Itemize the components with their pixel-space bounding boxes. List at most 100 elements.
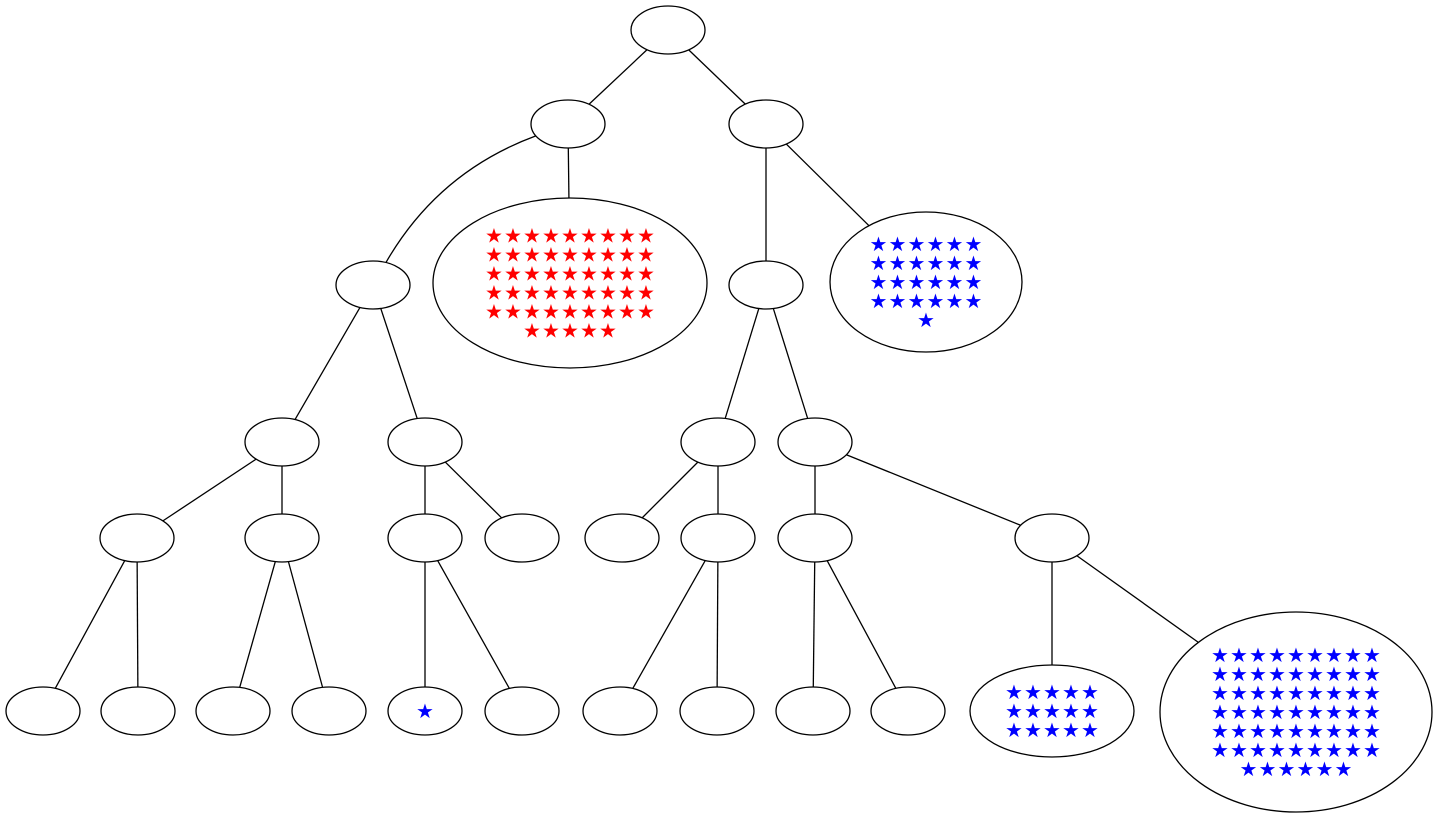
star-icon: ★ xyxy=(580,243,598,267)
star-icon: ★ xyxy=(1306,738,1324,762)
star-icon: ★ xyxy=(504,243,522,267)
star-icon: ★ xyxy=(523,224,541,248)
star-icon: ★ xyxy=(927,289,945,313)
star-icon: ★ xyxy=(1005,699,1023,723)
star-icon: ★ xyxy=(1344,719,1362,743)
star-icon: ★ xyxy=(1259,757,1277,781)
star-icon: ★ xyxy=(1268,643,1286,667)
tree-node-rl xyxy=(728,260,804,310)
star-icon: ★ xyxy=(1287,662,1305,686)
star-icon: ★ xyxy=(1287,719,1305,743)
tree-node-red-leaf xyxy=(432,197,708,369)
star-icon: ★ xyxy=(1268,681,1286,705)
tree-edge-rl--rll xyxy=(724,308,760,419)
star-icon: ★ xyxy=(1325,719,1343,743)
star-icon: ★ xyxy=(1287,738,1305,762)
star-icon: ★ xyxy=(1230,700,1248,724)
star-icon: ★ xyxy=(1062,718,1080,742)
tree-node-f1 xyxy=(582,686,658,736)
tree-node-a2 xyxy=(100,686,176,736)
star-icon: ★ xyxy=(485,224,503,248)
star-icon: ★ xyxy=(485,243,503,267)
star-icon: ★ xyxy=(523,243,541,267)
star-icon: ★ xyxy=(1306,719,1324,743)
star-icon: ★ xyxy=(1363,700,1381,724)
tree-edge-llr--d xyxy=(444,461,503,519)
star-grid-red-leaf: ★★★★★★★★★★★★★★★★★★★★★★★★★★★★★★★★★★★★★★★★… xyxy=(485,224,655,343)
star-icon: ★ xyxy=(1249,681,1267,705)
star-icon: ★ xyxy=(889,270,907,294)
star-icon: ★ xyxy=(1249,719,1267,743)
star-icon: ★ xyxy=(580,224,598,248)
star-icon: ★ xyxy=(1344,643,1362,667)
star-icon: ★ xyxy=(561,281,579,305)
star-icon: ★ xyxy=(542,319,560,343)
tree-edge-f--f1 xyxy=(632,560,706,689)
star-icon: ★ xyxy=(1081,718,1099,742)
tree-edge-rl--rlr xyxy=(772,308,809,419)
star-icon: ★ xyxy=(965,232,983,256)
star-icon: ★ xyxy=(1062,699,1080,723)
star-icon: ★ xyxy=(1005,680,1023,704)
star-icon: ★ xyxy=(1005,718,1023,742)
star-icon: ★ xyxy=(1211,662,1229,686)
tree-node-g1 xyxy=(775,686,851,736)
star-icon: ★ xyxy=(1249,700,1267,724)
star-icon: ★ xyxy=(485,281,503,305)
star-icon: ★ xyxy=(523,319,541,343)
star-icon: ★ xyxy=(599,224,617,248)
star-icon: ★ xyxy=(1363,681,1381,705)
star-icon: ★ xyxy=(542,281,560,305)
tree-node-blue-leaf-small xyxy=(969,664,1135,758)
star-icon: ★ xyxy=(1081,680,1099,704)
star-icon: ★ xyxy=(1230,643,1248,667)
star-icon: ★ xyxy=(1230,681,1248,705)
tree-node-rll xyxy=(680,417,756,467)
star-icon: ★ xyxy=(1230,738,1248,762)
star-icon: ★ xyxy=(965,270,983,294)
tree-edge-rll--e xyxy=(641,461,699,519)
tree-node-root xyxy=(630,5,706,55)
tree-edge-c--c2 xyxy=(437,560,510,689)
star-icon: ★ xyxy=(1325,700,1343,724)
star-icon: ★ xyxy=(908,270,926,294)
star-icon: ★ xyxy=(599,319,617,343)
tree-edge-g--g1 xyxy=(812,561,816,688)
star-icon: ★ xyxy=(946,251,964,275)
tree-node-r xyxy=(728,99,804,149)
star-icon: ★ xyxy=(485,300,503,324)
tree-edge-lll--a xyxy=(162,458,257,522)
star-icon: ★ xyxy=(416,699,434,723)
tree-node-c2 xyxy=(484,686,560,736)
star-icon: ★ xyxy=(1335,757,1353,781)
star-grid-c1-one-star: ★ xyxy=(416,699,434,723)
star-icon: ★ xyxy=(1268,738,1286,762)
star-icon: ★ xyxy=(1344,700,1362,724)
tree-node-f xyxy=(680,513,756,563)
tree-edge-ll--lll xyxy=(294,307,361,420)
tree-edge-rlr--h xyxy=(846,454,1021,526)
tree-edge-root--r xyxy=(688,49,746,105)
star-icon: ★ xyxy=(1363,719,1381,743)
star-icon: ★ xyxy=(1325,662,1343,686)
star-icon: ★ xyxy=(1249,662,1267,686)
star-icon: ★ xyxy=(1024,718,1042,742)
tree-edge-b--b1 xyxy=(239,561,276,688)
tree-edge-h--blue-leaf-big xyxy=(1076,555,1199,643)
star-icon: ★ xyxy=(1344,662,1362,686)
star-icon: ★ xyxy=(580,319,598,343)
star-icon: ★ xyxy=(927,251,945,275)
star-icon: ★ xyxy=(637,262,655,286)
star-icon: ★ xyxy=(1043,718,1061,742)
star-icon: ★ xyxy=(1211,700,1229,724)
star-icon: ★ xyxy=(1043,680,1061,704)
tree-node-e xyxy=(584,513,660,563)
tree-edge-f--f2 xyxy=(716,561,719,688)
star-icon: ★ xyxy=(618,281,636,305)
star-icon: ★ xyxy=(908,251,926,275)
star-icon: ★ xyxy=(504,224,522,248)
star-icon: ★ xyxy=(1344,738,1362,762)
star-icon: ★ xyxy=(1062,680,1080,704)
star-grid-blue-leaf-top: ★★★★★★★★★★★★★★★★★★★★★★★★★ xyxy=(870,232,983,332)
star-icon: ★ xyxy=(504,262,522,286)
